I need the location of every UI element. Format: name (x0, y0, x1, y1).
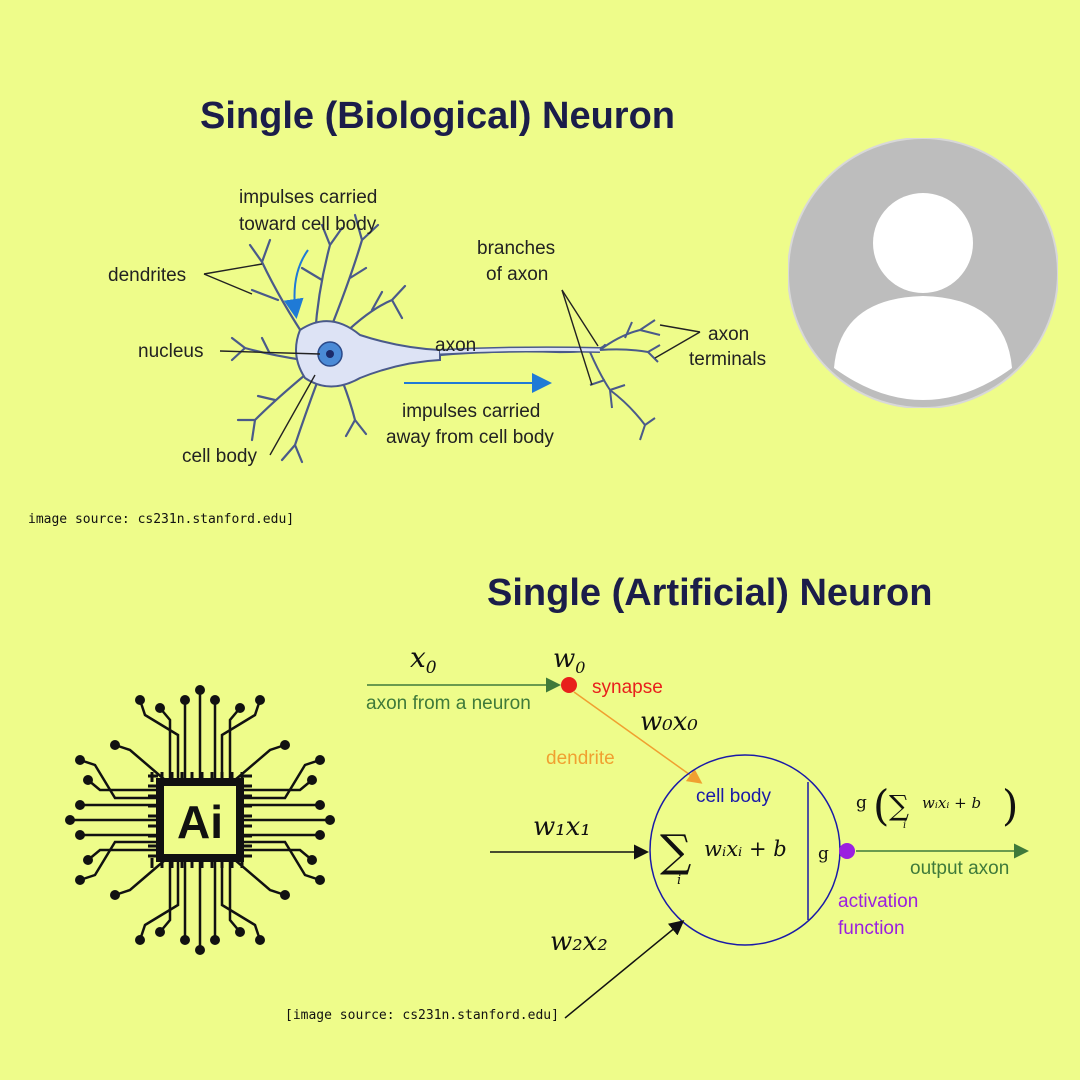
dendrites-label: dendrites (108, 265, 186, 286)
g-inside: g (818, 844, 829, 864)
axon-from-neuron-label: axon from a neuron (366, 693, 531, 714)
w1x1-label: w₁x₁ (533, 812, 591, 842)
biological-title: Single (Biological) Neuron (200, 95, 676, 137)
out-sum-expression: wᵢxᵢ + b (922, 794, 981, 812)
impulses-toward-line1: impulses carried (239, 187, 377, 208)
axon-terminals-line2: terminals (689, 349, 766, 370)
output-axon-label: output axon (910, 858, 1009, 879)
bio-image-source: image source: cs231n.stanford.edu] (28, 512, 295, 527)
cell-body-label: cell body (182, 446, 257, 467)
ai-chip-icon: Ai (65, 685, 335, 955)
avatar (788, 138, 1058, 408)
sum-expression: wᵢxᵢ + b (704, 837, 787, 861)
impulses-away-line2: away from cell body (386, 427, 554, 448)
activation-line2: function (838, 918, 905, 939)
synapse-label: synapse (592, 677, 663, 698)
axon-label: axon (435, 335, 476, 356)
impulses-away-line1: impulses carried (402, 401, 540, 422)
x0-label: x0 (410, 641, 437, 678)
sum-index: i (677, 873, 681, 888)
out-sum-index: i (903, 820, 906, 831)
w0x0-label: w₀x₀ (640, 707, 698, 737)
g-output: g (856, 793, 867, 813)
impulses-toward-line2: toward cell body (239, 214, 377, 235)
sum-symbol: ∑ (660, 826, 691, 877)
bio-labels: impulses carried toward cell body dendri… (108, 187, 766, 467)
paren-close: ) (1002, 781, 1018, 830)
nucleus-label: nucleus (138, 341, 204, 362)
art-image-source: [image source: cs231n.stanford.edu] (285, 1008, 559, 1023)
branches-line2: of axon (486, 264, 548, 285)
dendrite-label: dendrite (546, 748, 615, 769)
biological-neuron-diagram: impulses carried toward cell body dendri… (108, 187, 766, 467)
w2x2-label: w₂x₂ (550, 927, 608, 957)
chip-label: Ai (177, 796, 223, 848)
activation-line1: activation (838, 891, 918, 912)
out-sum-symbol: ∑ (889, 789, 909, 822)
axon-terminals-line1: axon (708, 324, 749, 345)
artificial-title: Single (Artificial) Neuron (487, 572, 933, 614)
paren-open: ( (873, 781, 889, 830)
cell-body-ann-label: cell body (696, 786, 771, 807)
branches-line1: branches (477, 238, 555, 259)
w0-label: w0 (553, 644, 585, 677)
artificial-neuron-diagram: x0 w0 axon from a neuron synapse w₀x₀ de… (366, 641, 1029, 1019)
